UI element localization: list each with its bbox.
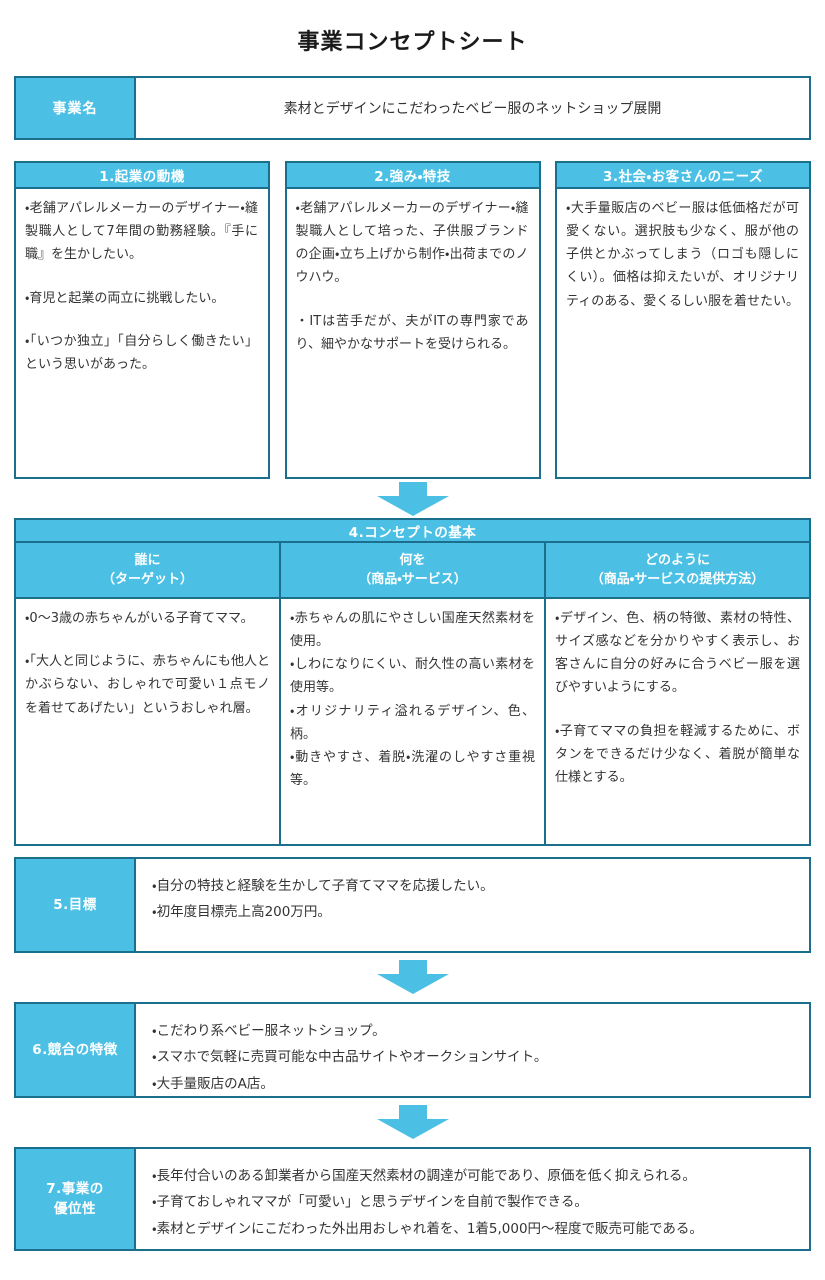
list-item: ・自分の特技と経験を生かして子育てママを応援したい。 <box>152 878 494 894</box>
box-motivation-body: ・老舗アパレルメーカーのデザイナー・縫製職人として7年間の勤務経験。『手に職』を… <box>14 189 270 479</box>
paragraph: ・動きやすさ、着脱・洗濯のしやすさ重視等。 <box>290 749 535 788</box>
paragraph: ・大手量販店のベビー服は低価格だが可愛くない。選択肢も少なく、服が他の子供とかぶ… <box>566 201 799 309</box>
list: ・長年付合いのある卸業者から国産天然素材の調達が可能であり、原価を低く抑えられる… <box>152 1163 797 1242</box>
column-header-what-sub: （商品・サービス） <box>358 572 467 587</box>
page-title: 事業コンセプトシート <box>297 30 528 55</box>
box-motivation: 1.起業の動機 ・老舗アパレルメーカーのデザイナー・縫製職人として7年間の勤務経… <box>14 161 270 479</box>
concept-cell-what: ・赤ちゃんの肌にやさしい国産天然素材を使用。 ・しわになりにくい、耐久性の高い素… <box>279 599 544 844</box>
list-item: ・初年度目標売上高200万円。 <box>152 904 331 921</box>
list-item: ・長年付合いのある卸業者から国産天然素材の調達が可能であり、原価を低く抑えられる… <box>152 1168 696 1184</box>
concept-column-headers: 誰に （ターゲット） 何を （商品・サービス） どのように （商品・サービスの提… <box>14 543 811 599</box>
row-competitors-content: ・こだわり系ベビー服ネットショップ。 ・スマホで気軽に売買可能な中古品サイトやオ… <box>136 1002 811 1098</box>
column-header-who-sub: （ターゲット） <box>101 572 193 587</box>
list: ・自分の特技と経験を生かして子育てママを応援したい。 ・初年度目標売上高200万… <box>152 873 797 926</box>
paragraph: ・老舗アパレルメーカーのデザイナー・縫製職人として7年間の勤務経験。『手に職』を… <box>25 201 258 263</box>
row-competitors-label: 6.競合の特徴 <box>14 1002 136 1098</box>
business-name-value: 素材とデザインにこだわったベビー服のネットショップ展開 <box>136 76 811 140</box>
column-header-who: 誰に （ターゲット） <box>16 543 279 597</box>
box-strengths-body: ・老舗アパレルメーカーのデザイナー・縫製職人として培った、子供服ブランドの企画・… <box>284 189 541 479</box>
row-advantage-label-line2: 優位性 <box>54 1201 96 1217</box>
list-item: ・素材とデザインにこだわった外出用おしゃれ着を、1着5,000円〜程度で販売可能… <box>152 1220 703 1237</box>
box-needs: 3.社会・お客さんのニーズ ・大手量販店のベビー服は低価格だが可愛くない。選択肢… <box>555 161 811 479</box>
column-header-what: 何を （商品・サービス） <box>279 543 544 597</box>
row-goals-content: ・自分の特技と経験を生かして子育てママを応援したい。 ・初年度目標売上高200万… <box>136 857 811 953</box>
list-item: ・こだわり系ベビー服ネットショップ。 <box>152 1023 386 1039</box>
paragraph: ・育児と起業の両立に挑戦したい。 <box>25 290 225 306</box>
column-header-how-main: どのように <box>644 552 710 568</box>
paragraph: ・老舗アパレルメーカーのデザイナー・縫製職人として培った、子供服ブランドの企画・… <box>295 201 529 286</box>
paragraph: ・子育てママの負担を軽減するために、ボタンをできるだけ少なく、着脱が簡単な仕様と… <box>555 723 800 785</box>
business-name-row: 事業名 素材とデザインにこだわったベビー服のネットショップ展開 <box>14 76 811 140</box>
row-advantage-content: ・長年付合いのある卸業者から国産天然素材の調達が可能であり、原価を低く抑えられる… <box>136 1147 811 1251</box>
row-goals: 5.目標 ・自分の特技と経験を生かして子育てママを応援したい。 ・初年度目標売上… <box>14 857 811 953</box>
paragraph: ・デザイン、色、柄の特徴、素材の特性、サイズ感などを分かりやすく表示し、お客さん… <box>555 611 800 696</box>
list-item: ・スマホで気軽に売買可能な中古品サイトやオークションサイト。 <box>152 1049 548 1066</box>
concept-cell-who: ・0〜3歳の赤ちゃんがいる子育てママ。 ・「大人と同じように、赤ちゃんにも他人と… <box>16 599 279 844</box>
down-block-arrow-icon <box>377 960 449 994</box>
concept-heading: 4.コンセプトの基本 <box>14 518 811 543</box>
paragraph: ・ITは苦手だが、夫がITの専門家であり、細やかなサポートを受けられる。 <box>295 313 529 352</box>
paragraph: ・赤ちゃんの肌にやさしい国産天然素材を使用。 <box>290 611 535 650</box>
box-strengths: 2.強み・特技 ・老舗アパレルメーカーのデザイナー・縫製職人として培った、子供服… <box>284 161 541 479</box>
business-name-label: 事業名 <box>14 76 136 140</box>
row-goals-label: 5.目標 <box>14 857 136 953</box>
box-strengths-heading: 2.強み・特技 <box>284 161 541 189</box>
column-header-how: どのように （商品・サービスの提供方法） <box>544 543 809 597</box>
list-item: ・大手量販店のA店。 <box>152 1075 274 1092</box>
column-header-who-main: 誰に <box>134 552 161 568</box>
box-needs-body: ・大手量販店のベビー服は低価格だが可愛くない。選択肢も少なく、服が他の子供とかぶ… <box>555 189 811 479</box>
list: ・こだわり系ベビー服ネットショップ。 ・スマホで気軽に売買可能な中古品サイトやオ… <box>152 1018 797 1097</box>
row-advantage-label-line1: 7.事業の <box>46 1180 104 1197</box>
column-header-how-sub: （商品・サービスの提供方法） <box>590 572 765 587</box>
paragraph: ・しわになりにくい、耐久性の高い素材を使用等。 <box>290 657 535 696</box>
down-block-arrow-icon <box>377 482 449 516</box>
top-boxes-row: 1.起業の動機 ・老舗アパレルメーカーのデザイナー・縫製職人として7年間の勤務経… <box>14 161 811 479</box>
concept-cell-how: ・デザイン、色、柄の特徴、素材の特性、サイズ感などを分かりやすく表示し、お客さん… <box>544 599 809 844</box>
row-advantage-label: 7.事業の 優位性 <box>14 1147 136 1251</box>
down-block-arrow-icon <box>377 1105 449 1139</box>
paragraph: ・「いつか独立」「自分らしく働きたい」という思いがあった。 <box>25 333 258 372</box>
concept-body: ・0〜3歳の赤ちゃんがいる子育てママ。 ・「大人と同じように、赤ちゃんにも他人と… <box>14 599 811 846</box>
concept-table: 4.コンセプトの基本 誰に （ターゲット） 何を （商品・サービス） どのように… <box>14 518 811 846</box>
list-item: ・子育ておしゃれママが「可愛い」と思うデザインを自前で製作できる。 <box>152 1194 588 1211</box>
box-motivation-heading: 1.起業の動機 <box>14 161 270 189</box>
row-advantage: 7.事業の 優位性 ・長年付合いのある卸業者から国産天然素材の調達が可能であり、… <box>14 1147 811 1251</box>
box-needs-heading: 3.社会・お客さんのニーズ <box>555 161 811 189</box>
paragraph: ・0〜3歳の赤ちゃんがいる子育てママ。 <box>25 611 254 626</box>
paragraph: ・「大人と同じように、赤ちゃんにも他人とかぶらない、おしゃれで可愛い１点モノを着… <box>25 654 270 716</box>
paragraph: ・オリジナリティ溢れるデザイン、色、柄。 <box>290 703 535 742</box>
row-competitors: 6.競合の特徴 ・こだわり系ベビー服ネットショップ。 ・スマホで気軽に売買可能な… <box>14 1002 811 1098</box>
column-header-what-main: 何を <box>399 552 426 568</box>
